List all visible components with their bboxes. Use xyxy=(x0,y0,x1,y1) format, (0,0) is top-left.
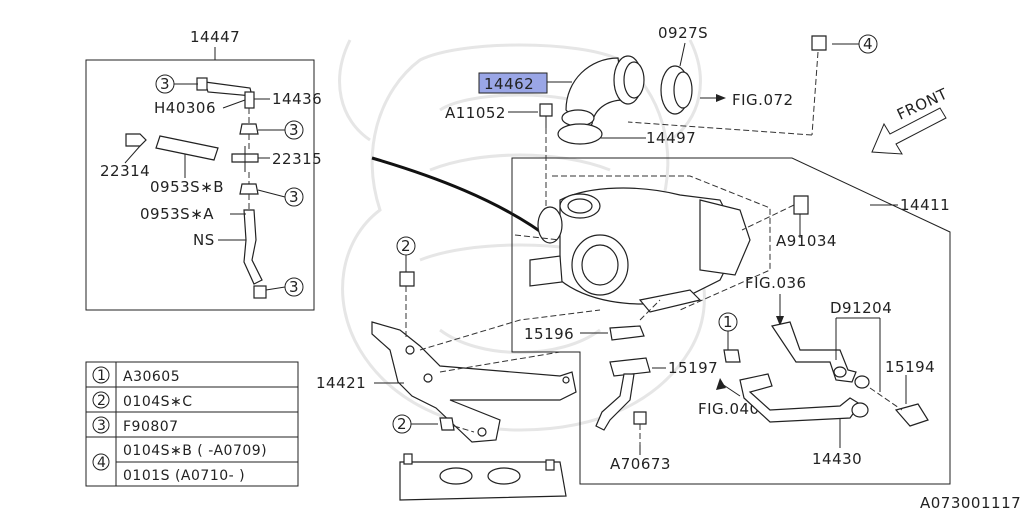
label-15197: 15197 xyxy=(668,359,718,377)
label-0953s-a: 0953S∗A xyxy=(140,205,214,223)
connector-22314 xyxy=(125,133,147,147)
label-a91034: A91034 xyxy=(776,232,837,250)
label-0953s-b: 0953S∗B xyxy=(150,178,224,196)
hose-ns xyxy=(243,209,263,285)
drain-pipe-15197 xyxy=(595,357,651,431)
label-14430: 14430 xyxy=(812,450,862,468)
callout-1: 1 xyxy=(718,312,741,363)
callout-3-b: 3 xyxy=(258,120,304,140)
gasket-15196 xyxy=(609,325,645,341)
callout-2-upper: 2 xyxy=(396,236,416,340)
label-14421: 14421 xyxy=(316,374,366,392)
svg-text:1: 1 xyxy=(723,313,733,331)
turbo-assembly-outline xyxy=(511,157,951,485)
label-ns: NS xyxy=(193,231,215,249)
label-15196: 15196 xyxy=(524,325,574,343)
callout-4-top: 4 xyxy=(811,34,878,136)
label-14411: 14411 xyxy=(900,196,950,214)
leader-arrow xyxy=(371,156,553,242)
bracket-14421 xyxy=(371,321,577,443)
label-fig072: FIG.072 xyxy=(732,91,794,109)
diagram-id: A073001117 xyxy=(920,494,1021,512)
label-14462: 14462 xyxy=(484,75,534,93)
hose-kit-box xyxy=(85,59,315,311)
svg-text:2: 2 xyxy=(401,237,411,255)
clamp-0927s xyxy=(660,65,693,115)
svg-text:2: 2 xyxy=(397,415,407,433)
fitting-h40306 xyxy=(244,91,255,109)
svg-text:4: 4 xyxy=(97,455,106,471)
callout-2-lower: 2 xyxy=(392,414,475,434)
elbow-pipe-14462 xyxy=(561,55,645,131)
bolt-15194 xyxy=(894,403,929,427)
svg-text:3: 3 xyxy=(97,418,106,434)
oil-pipe-lower-14430 xyxy=(739,373,869,423)
label-15194: 15194 xyxy=(885,358,935,376)
svg-text:FRONT: FRONT xyxy=(894,84,951,123)
stud-a91034 xyxy=(793,195,809,215)
legend-code-4b: 0101S (A0710- ) xyxy=(123,468,245,484)
svg-text:3: 3 xyxy=(289,278,299,296)
svg-text:3: 3 xyxy=(289,188,299,206)
callout-3-d: 3 xyxy=(265,277,304,297)
highlight-14462[interactable] xyxy=(478,72,548,94)
label-14497: 14497 xyxy=(646,129,696,147)
oil-pipe-upper xyxy=(771,321,870,389)
label-a11052: A11052 xyxy=(445,104,506,122)
label-14447: 14447 xyxy=(190,28,240,46)
clip-mid-1 xyxy=(239,123,259,135)
hose-22314 xyxy=(155,135,219,161)
svg-text:2: 2 xyxy=(97,393,106,409)
legend-code-4a: 0104S∗B ( -A0709) xyxy=(123,443,267,459)
clip-bottom xyxy=(253,285,267,299)
label-fig036: FIG.036 xyxy=(745,274,807,292)
turbocharger-body xyxy=(529,187,751,313)
svg-text:3: 3 xyxy=(289,121,299,139)
clip-top xyxy=(196,77,208,91)
svg-text:4: 4 xyxy=(863,35,873,53)
label-14436: 14436 xyxy=(272,90,322,108)
front-arrow-icon: FRONT xyxy=(871,84,951,155)
legend-table: 1 A30605 2 0104S∗C 3 F90807 4 0104S∗B ( … xyxy=(85,361,299,487)
label-h40306: H40306 xyxy=(154,99,216,117)
legend-code-3: F90807 xyxy=(123,419,179,435)
svg-text:1: 1 xyxy=(97,368,106,384)
callout-3-a: 3 xyxy=(155,74,198,94)
label-a70673: A70673 xyxy=(610,455,671,473)
gasket-14497 xyxy=(557,123,603,145)
exhaust-flange xyxy=(399,453,567,501)
label-d91204: D91204 xyxy=(830,299,892,317)
svg-text:3: 3 xyxy=(160,75,170,93)
legend-code-2: 0104S∗C xyxy=(123,394,193,410)
legend-code-1: A30605 xyxy=(123,369,180,385)
label-fig040: FIG.040 xyxy=(698,400,760,418)
clip-mid-2 xyxy=(239,183,259,195)
label-0927s: 0927S xyxy=(658,24,708,42)
hose-assembly xyxy=(125,77,267,299)
label-22315: 22315 xyxy=(272,150,322,168)
bolt-a70673 xyxy=(633,411,647,425)
label-22314: 22314 xyxy=(100,162,150,180)
bolt-a11052 xyxy=(539,103,553,117)
callout-3-c: 3 xyxy=(257,187,304,207)
